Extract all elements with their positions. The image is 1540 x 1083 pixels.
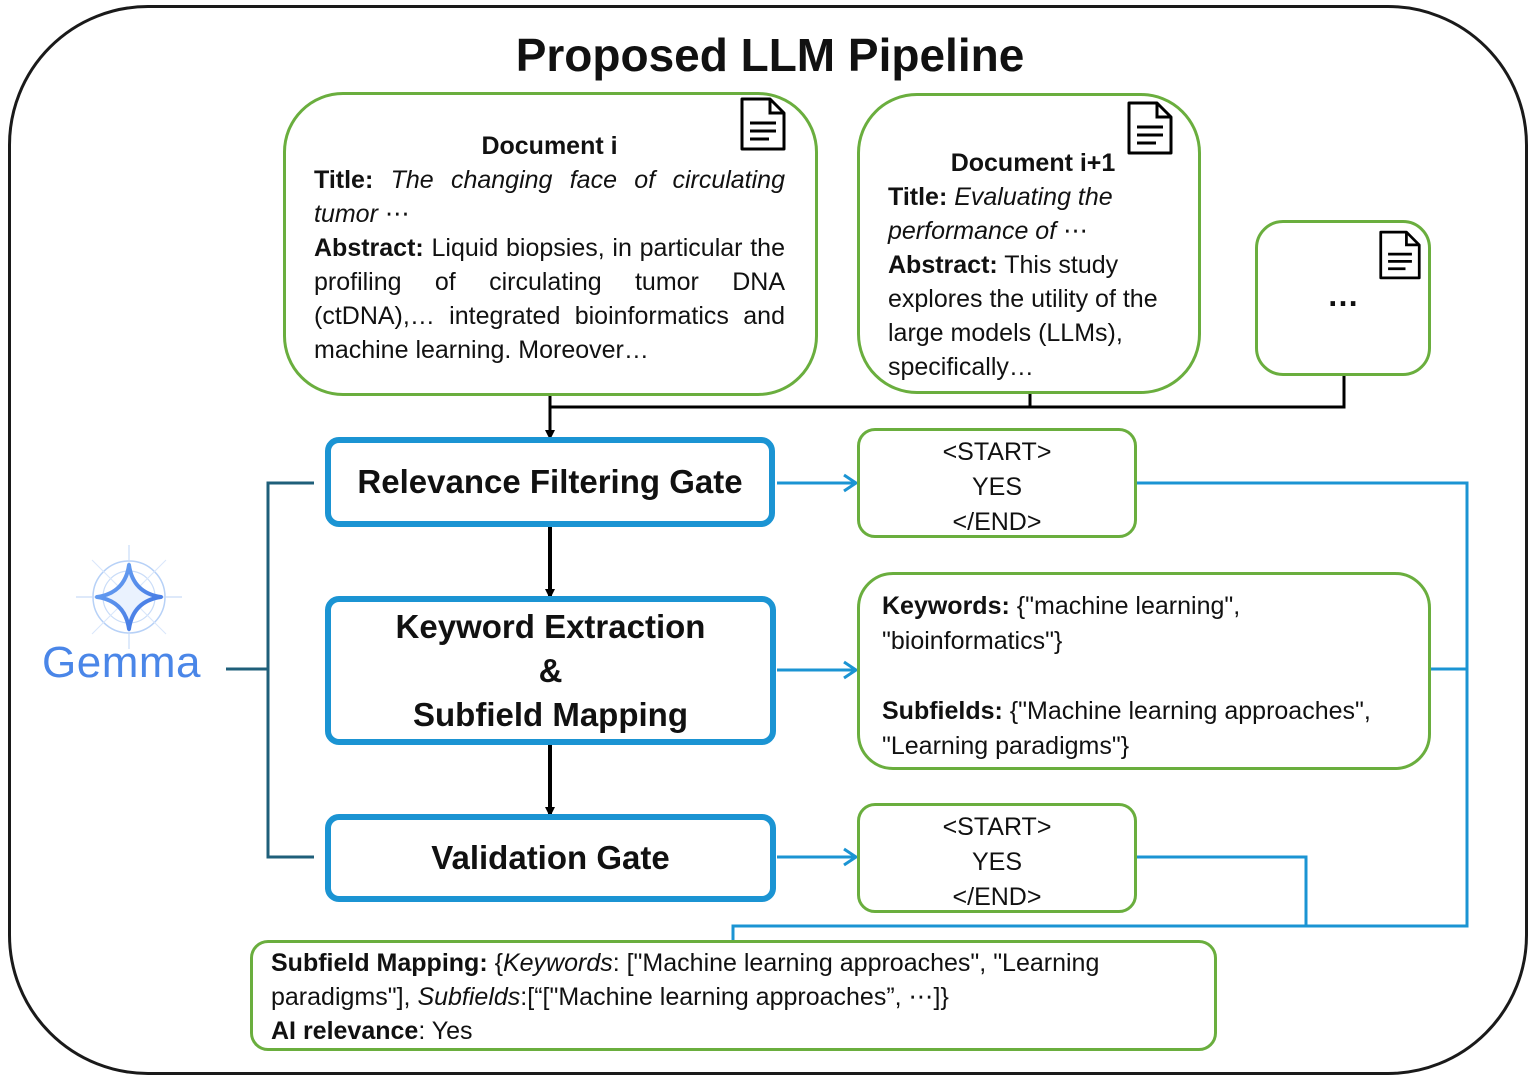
keyword-gate-line3: Subfield Mapping [413, 695, 688, 733]
subfields-value: {"Machine learning approaches", "Learnin… [882, 697, 1371, 760]
document-i-title-text: The changing face of circulating tumor ⋯ [314, 166, 785, 228]
ai-relevance-line: AI relevance: Yes [271, 1014, 1196, 1048]
arrow-validation-output [777, 847, 859, 867]
ai-relevance-label: AI relevance [271, 1017, 419, 1045]
keyword-extraction-gate: Keyword Extraction & Subfield Mapping [325, 596, 776, 745]
validation-gate-label: Validation Gate [431, 839, 670, 876]
document-i-heading: Document i [481, 132, 618, 160]
final-brace: { [494, 949, 503, 977]
keywords-line: Keywords: {"machine learning", "bioinfor… [882, 589, 1406, 659]
document-i-title: Title: The changing face of circulating … [314, 163, 785, 231]
relevance-feedback-line [1137, 481, 1469, 928]
document-i1-title-text: Evaluating the performance of ⋯ [888, 183, 1113, 245]
document-i1-heading: Document i+1 [950, 149, 1116, 177]
final-keywords-value: : ["Machine learning approaches", "Learn… [271, 949, 1100, 1011]
relevance-output-start: <START> [942, 438, 1052, 466]
validation-feedback-line [731, 855, 1308, 940]
document-icon [1127, 101, 1173, 155]
pipeline-frame [8, 5, 1528, 1075]
gemma-connector [226, 481, 314, 859]
final-mapping-text: Subfield Mapping: {Keywords: ["Machine l… [271, 946, 1196, 1014]
doc-merge-line [548, 376, 1346, 409]
more-documents-ellipsis: … [1327, 277, 1359, 313]
more-documents-card: … [1255, 220, 1431, 376]
validation-gate: Validation Gate [325, 814, 776, 902]
document-i-card: Document i Title: The changing face of c… [283, 92, 818, 396]
ai-relevance-value: : Yes [418, 1017, 473, 1045]
validation-output-start: <START> [942, 813, 1052, 841]
subfields-line: Subfields: {"Machine learning approaches… [882, 694, 1406, 764]
document-i1-abstract-label: Abstract: [888, 251, 998, 279]
document-i1-title-label: Title: [888, 183, 948, 211]
document-icon [1379, 230, 1421, 280]
document-i-abstract: Abstract: Liquid biopsies, in particular… [314, 231, 785, 367]
final-keywords-key: Keywords [502, 949, 613, 977]
final-mapping-box: Subfield Mapping: {Keywords: ["Machine l… [250, 940, 1217, 1051]
document-i-abstract-label: Abstract: [314, 234, 424, 262]
relevance-output-box: <START> YES </END> [857, 428, 1137, 538]
document-i1-card: Document i+1 Title: Evaluating the perfo… [857, 93, 1201, 394]
arrow-keyword-output [777, 660, 859, 680]
arrow-relevance-output [777, 473, 859, 493]
keywords-output-box: Keywords: {"machine learning", "bioinfor… [857, 572, 1431, 770]
final-subfields-value: :[“["Machine learning approaches”, ⋯]} [520, 983, 949, 1011]
document-i-abstract-text: Liquid biopsies, in particular the profi… [314, 234, 785, 364]
relevance-filtering-gate: Relevance Filtering Gate [325, 437, 775, 527]
keyword-gate-line2: & [538, 651, 563, 689]
relevance-gate-label: Relevance Filtering Gate [357, 463, 743, 500]
keyword-gate-line1: Keyword Extraction [395, 607, 706, 645]
keywords-label: Keywords: [882, 592, 1010, 620]
subfields-label: Subfields: [882, 697, 1003, 725]
keywords-value: {"machine learning", "bioinformatics"} [882, 592, 1241, 655]
document-i-title-label: Title: [314, 166, 374, 194]
validation-output-yes: YES [971, 848, 1023, 876]
relevance-output-yes: YES [971, 473, 1023, 501]
final-mapping-label: Subfield Mapping: [271, 949, 488, 977]
final-subfields-key: Subfields [417, 983, 521, 1011]
document-i1-title: Title: Evaluating the performance of ⋯ [888, 180, 1178, 248]
gemma-sparkle-icon [76, 545, 182, 649]
document-i1-abstract-text: This study explores the utility of the l… [888, 251, 1158, 381]
validation-output-box: <START> YES </END> [857, 803, 1137, 913]
diagram-title: Proposed LLM Pipeline [515, 29, 1025, 81]
validation-output-end: </END> [952, 883, 1042, 911]
gemma-logo-text: Gemma [42, 638, 201, 687]
document-icon [740, 97, 786, 151]
relevance-output-end: </END> [952, 508, 1042, 536]
document-i1-abstract: Abstract: This study explores the utilit… [888, 248, 1178, 384]
